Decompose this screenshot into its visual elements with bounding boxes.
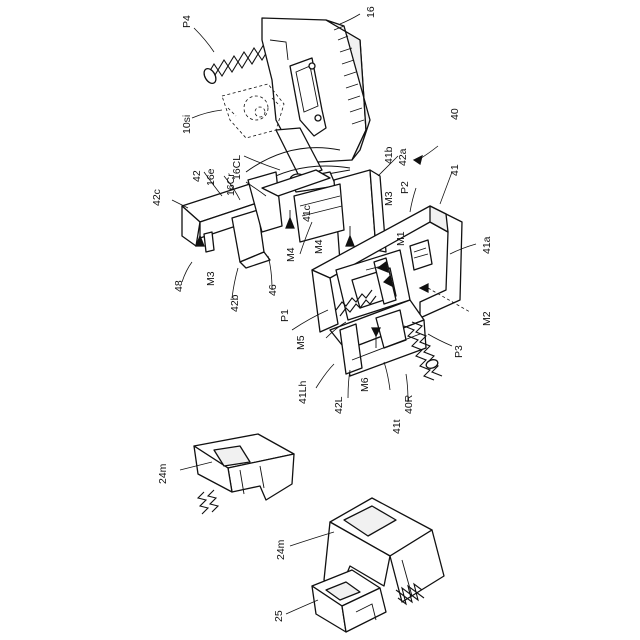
label-41a: 41a [481, 236, 493, 254]
label-p1: P1 [279, 309, 291, 322]
label-10si: 10si [181, 115, 193, 134]
label-m4-b: M4 [313, 239, 325, 254]
label-48: 48 [173, 280, 185, 292]
label-m6: M6 [359, 377, 371, 392]
label-p3: P3 [453, 345, 465, 358]
label-42c: 42c [151, 189, 163, 206]
label-41: 41 [449, 164, 461, 176]
label-m1: M1 [395, 231, 407, 246]
label-p4: P4 [181, 15, 193, 28]
label-m5: M5 [295, 335, 307, 350]
label-42: 42 [191, 170, 203, 182]
label-p2: P2 [399, 181, 411, 194]
label-m2: M2 [481, 311, 493, 326]
label-46: 46 [267, 284, 279, 296]
label-42b: 42b [229, 294, 241, 312]
label-m3-left: M3 [205, 271, 217, 286]
label-16e: 16e [205, 168, 217, 186]
label-42l: 42L [333, 396, 345, 414]
label-24m-large: 24m [275, 539, 287, 560]
label-40: 40 [449, 108, 461, 120]
label-41b: 41b [383, 146, 395, 164]
label-16cr: 16Cr [225, 173, 237, 196]
label-41c: 41c [301, 205, 313, 222]
inner-mechanism [330, 250, 426, 376]
lever-part-16 [262, 18, 370, 178]
part-24m-small [194, 434, 294, 514]
label-m4-a: M4 [285, 247, 297, 262]
label-16: 16 [365, 6, 377, 18]
label-24m-small: 24m [157, 463, 169, 484]
label-41t: 41t [391, 419, 403, 434]
label-40r: 40R [403, 394, 415, 414]
label-42a: 42a [397, 148, 409, 166]
label-41lh: 41Lh [297, 380, 309, 404]
label-25: 25 [273, 610, 285, 622]
label-m3-right: M3 [383, 191, 395, 206]
